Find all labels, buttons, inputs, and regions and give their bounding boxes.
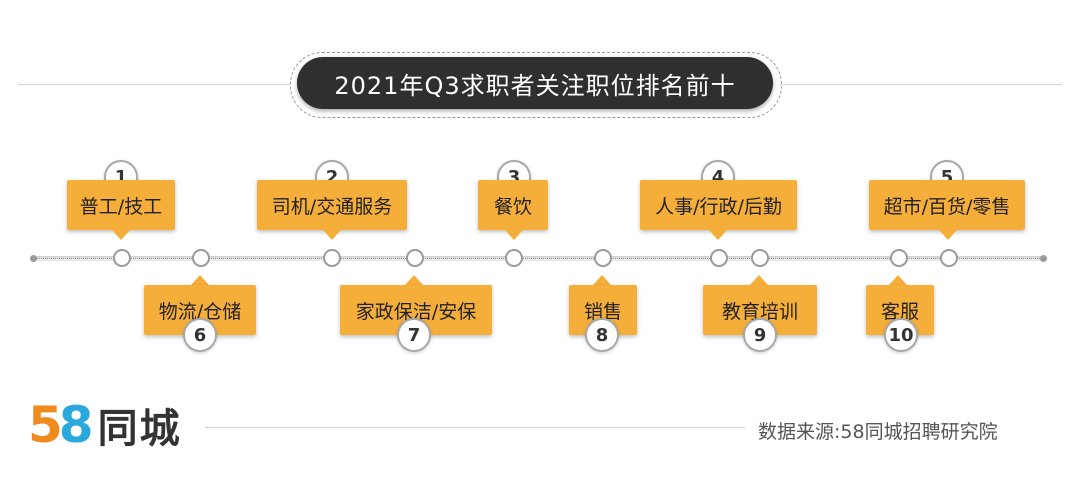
job-card-5: 超市/百货/零售 <box>869 180 1025 230</box>
card-pointer-8 <box>593 275 611 285</box>
timeline-dotted-line <box>36 258 1042 259</box>
footer-rule <box>205 427 745 428</box>
timeline-end-dot <box>1040 255 1047 262</box>
timeline-node-1 <box>113 249 131 267</box>
job-card-2: 司机/交通服务 <box>257 180 407 230</box>
card-pointer-9 <box>750 275 768 285</box>
job-card-4: 人事/行政/后勤 <box>640 180 797 230</box>
job-card-7: 家政保洁/安保 <box>340 285 492 335</box>
timeline-node-7 <box>406 249 424 267</box>
timeline-node-8 <box>594 249 612 267</box>
card-pointer-6 <box>191 275 209 285</box>
title-rule-right <box>780 84 1062 85</box>
timeline-node-10 <box>890 249 908 267</box>
rank-badge-8: 8 <box>585 318 619 352</box>
timeline-node-3 <box>505 249 523 267</box>
logo-digit-5: 5 <box>28 396 63 454</box>
timeline-node-4 <box>710 249 728 267</box>
job-card-1: 普工/技工 <box>67 180 175 230</box>
rank-badge-6: 6 <box>183 318 217 352</box>
card-pointer-5 <box>939 230 957 240</box>
data-source-label: 数据来源:58同城招聘研究院 <box>758 421 998 443</box>
timeline-node-2 <box>323 249 341 267</box>
job-card-3: 餐饮 <box>478 180 548 230</box>
title-dashed-outline <box>290 52 782 118</box>
card-pointer-2 <box>323 230 341 240</box>
card-pointer-1 <box>112 230 130 240</box>
logo-digit-8: 8 <box>58 396 94 454</box>
timeline-start-dot <box>30 255 37 262</box>
card-pointer-4 <box>709 230 727 240</box>
rank-badge-7: 7 <box>397 318 431 352</box>
title-rule-left <box>18 84 290 85</box>
card-pointer-7 <box>405 275 423 285</box>
card-pointer-3 <box>505 230 523 240</box>
timeline-node-5 <box>940 249 958 267</box>
brand-logo: 5 8 同城 <box>28 395 182 455</box>
timeline-node-6 <box>192 249 210 267</box>
rank-badge-10: 10 <box>884 318 918 352</box>
timeline-node-9 <box>751 249 769 267</box>
logo-text: 同城 <box>97 406 182 452</box>
card-pointer-10 <box>889 275 907 285</box>
page-title: 2021年Q3求职者关注职位排名前十 <box>297 57 773 109</box>
rank-badge-9: 9 <box>743 318 777 352</box>
